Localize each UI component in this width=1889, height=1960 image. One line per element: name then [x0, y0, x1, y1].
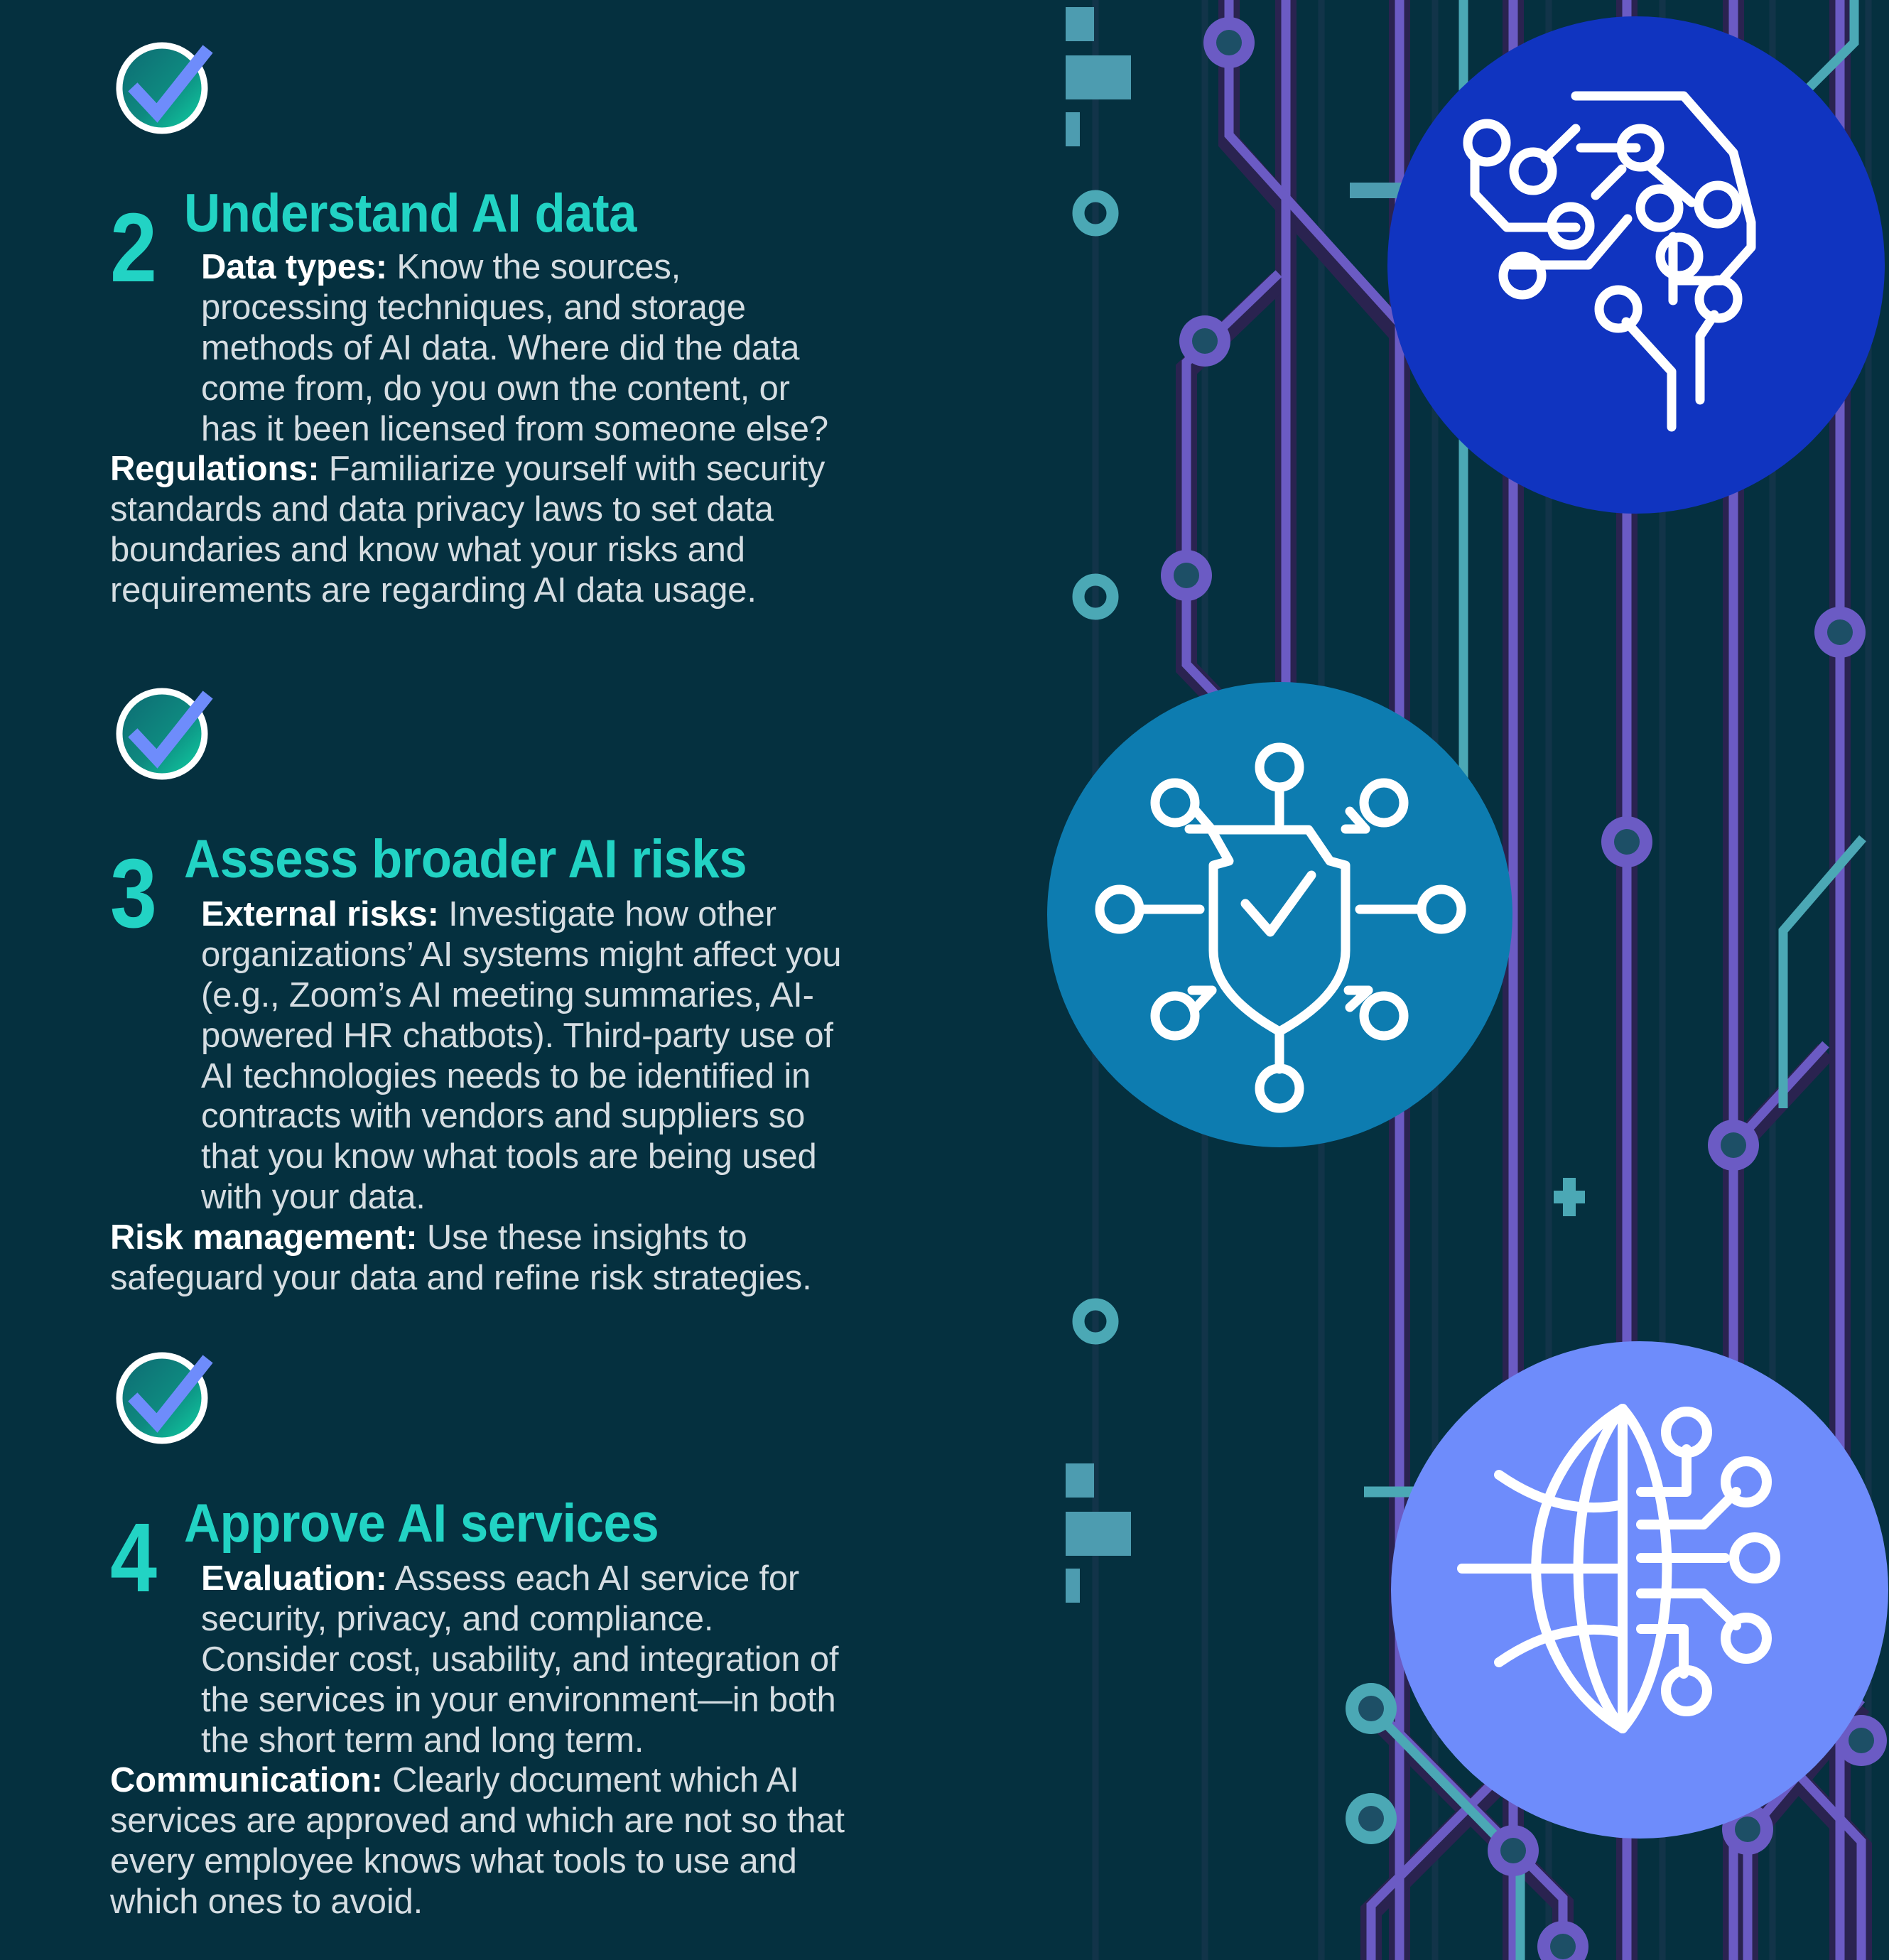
shield-glyph: [1095, 742, 1466, 1113]
step-heading: 4 Approve AI services: [0, 1458, 924, 1613]
check-badge-icon: [108, 33, 216, 141]
check-badge-icon: [108, 678, 216, 786]
plus-node-icon: [1554, 1178, 1585, 1216]
resistor-bars-bottom: [1066, 1463, 1131, 1603]
paragraph-text: Investigate how other organizations’ AI …: [201, 895, 842, 1217]
paragraph-text: Familiarize yourself with security stand…: [110, 450, 826, 610]
step-title: Assess broader AI risks: [184, 829, 747, 890]
step-title: Understand AI data: [184, 183, 637, 244]
step-heading: 3 Assess broader AI risks: [0, 794, 924, 949]
checkmark-circle-glyph: [116, 688, 213, 780]
ai-brain-circuit-icon: [1387, 16, 1885, 514]
brain-glyph: [1463, 91, 1756, 432]
paragraph-lead: Risk management:: [110, 1218, 418, 1257]
paragraph-lead: Communication:: [110, 1761, 383, 1800]
paragraph-text: Clearly document which AI services are a…: [110, 1761, 845, 1921]
step-item-2: 2 Understand AI data Data types: Know th…: [0, 33, 924, 611]
checkmark-circle-glyph: [116, 1352, 213, 1444]
paragraph: Data types: Know the sources, processing…: [110, 247, 853, 449]
paragraph-text: Assess each AI service for security, pri…: [201, 1559, 839, 1760]
shield-check-network-icon: [1047, 682, 1512, 1147]
globe-glyph: [1457, 1404, 1780, 1733]
paragraph-text: Use these insights to safeguard your dat…: [110, 1218, 812, 1297]
step-heading: 2 Understand AI data: [0, 148, 924, 303]
paragraph-text: Know the sources, processing techniques,…: [201, 248, 828, 448]
step-item-4: 4 Approve AI services Evaluation: Assess…: [0, 1343, 924, 1922]
paragraph: Evaluation: Assess each AI service for s…: [110, 1559, 853, 1760]
checkmark-circle-glyph: [116, 42, 213, 134]
step-body: Evaluation: Assess each AI service for s…: [0, 1559, 924, 1922]
step-body: External risks: Investigate how other or…: [0, 894, 924, 1298]
paragraph-lead: Data types:: [201, 248, 387, 287]
paragraph-lead: External risks:: [201, 895, 439, 934]
paragraph: Communication: Clearly document which AI…: [110, 1760, 853, 1922]
paragraph: Regulations: Familiarize yourself with s…: [110, 449, 853, 610]
step-number: 3: [110, 839, 157, 949]
step-number: 2: [110, 193, 157, 303]
paragraph-lead: Regulations:: [110, 450, 320, 489]
paragraph: Risk management: Use these insights to s…: [110, 1218, 853, 1299]
step-number: 4: [110, 1503, 157, 1613]
step-title: Approve AI services: [184, 1493, 659, 1554]
check-badge-icon: [108, 1343, 216, 1451]
paragraph: External risks: Investigate how other or…: [110, 894, 853, 1218]
resistor-bars-top: [1066, 7, 1131, 146]
globe-circuit-icon: [1391, 1341, 1888, 1839]
step-body: Data types: Know the sources, processing…: [0, 247, 924, 610]
steps-column: 2 Understand AI data Data types: Know th…: [0, 33, 924, 1922]
paragraph-lead: Evaluation:: [201, 1559, 387, 1598]
step-item-3: 3 Assess broader AI risks External risks…: [0, 678, 924, 1299]
